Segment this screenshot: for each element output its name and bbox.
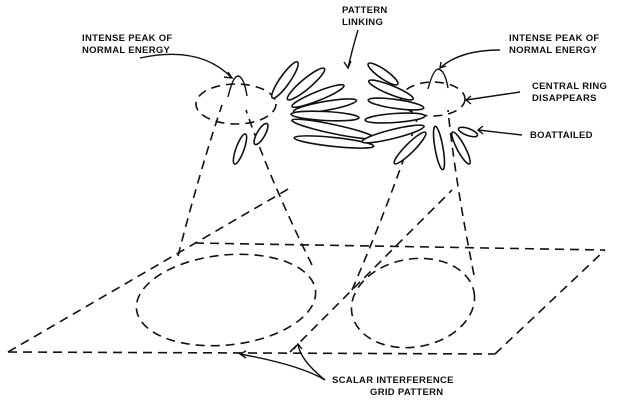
label-grid-line1: SCALAR INTERFERENCE <box>332 375 454 386</box>
left-energy-cone <box>135 75 317 347</box>
left-base-ring <box>135 253 317 347</box>
pattern-linking-streaks <box>232 60 479 171</box>
streak <box>293 135 375 149</box>
streak <box>253 122 269 146</box>
left-cone-side-right <box>245 109 313 266</box>
leader-peak-left <box>139 53 233 79</box>
label-peak-left-line2: NORMAL ENERGY <box>82 45 171 56</box>
leader-peak-right <box>439 49 501 69</box>
arrowhead <box>464 95 472 105</box>
right-energy-cone <box>350 68 476 349</box>
text-labels: INTENSE PEAK OF NORMAL ENERGY PATTERN LI… <box>82 5 607 398</box>
label-boattailed: BOATTAILED <box>530 130 593 141</box>
label-peak-left-line1: INTENSE PEAK OF <box>82 33 173 44</box>
streak <box>457 126 479 138</box>
label-peak-right-line1: INTENSE PEAK OF <box>509 33 600 44</box>
arrowhead <box>293 342 303 350</box>
leader-lines <box>139 29 523 381</box>
left-peak <box>227 75 248 98</box>
right-peak <box>427 68 449 90</box>
streak <box>432 125 446 171</box>
streak <box>291 83 345 109</box>
arrowhead <box>238 350 247 359</box>
label-grid-line2: GRID PATTERN <box>370 387 443 398</box>
grid-front-edge <box>7 351 496 355</box>
left-central-ring <box>195 83 277 125</box>
grid-back-line <box>194 242 606 251</box>
leader-pattern <box>347 29 359 69</box>
arrowhead <box>343 60 352 70</box>
label-pattern-line1: PATTERN <box>342 5 388 16</box>
streak <box>367 79 415 101</box>
streak <box>364 112 426 124</box>
streak <box>367 97 425 111</box>
label-ring-line1: CENTRAL RING <box>532 81 607 92</box>
streak <box>361 124 425 144</box>
arrowhead <box>476 125 484 135</box>
streak <box>286 67 326 101</box>
streak <box>451 131 471 165</box>
grid-middle-line <box>289 189 453 353</box>
streak <box>292 98 358 114</box>
streak <box>367 62 399 86</box>
leader-grid-left <box>239 353 326 381</box>
grid-plane <box>7 187 606 355</box>
arrowhead <box>439 61 447 70</box>
right-cone-side-right <box>447 109 475 276</box>
left-cone-side-left <box>177 104 223 257</box>
label-peak-right-line2: NORMAL ENERGY <box>509 45 598 56</box>
right-base-ring <box>350 257 476 349</box>
streak <box>270 60 300 100</box>
streak <box>290 110 360 122</box>
label-pattern-line2: LINKING <box>342 17 383 28</box>
arrowhead <box>223 71 234 79</box>
leader-boattailed <box>477 129 523 136</box>
streak <box>232 133 248 165</box>
streak <box>393 131 427 165</box>
leader-ring <box>465 91 521 101</box>
grid-left-edge <box>7 187 291 353</box>
leader-grid-right <box>297 343 326 381</box>
label-ring-line2: DISAPPEARS <box>532 93 597 104</box>
grid-right-edge <box>494 249 606 355</box>
